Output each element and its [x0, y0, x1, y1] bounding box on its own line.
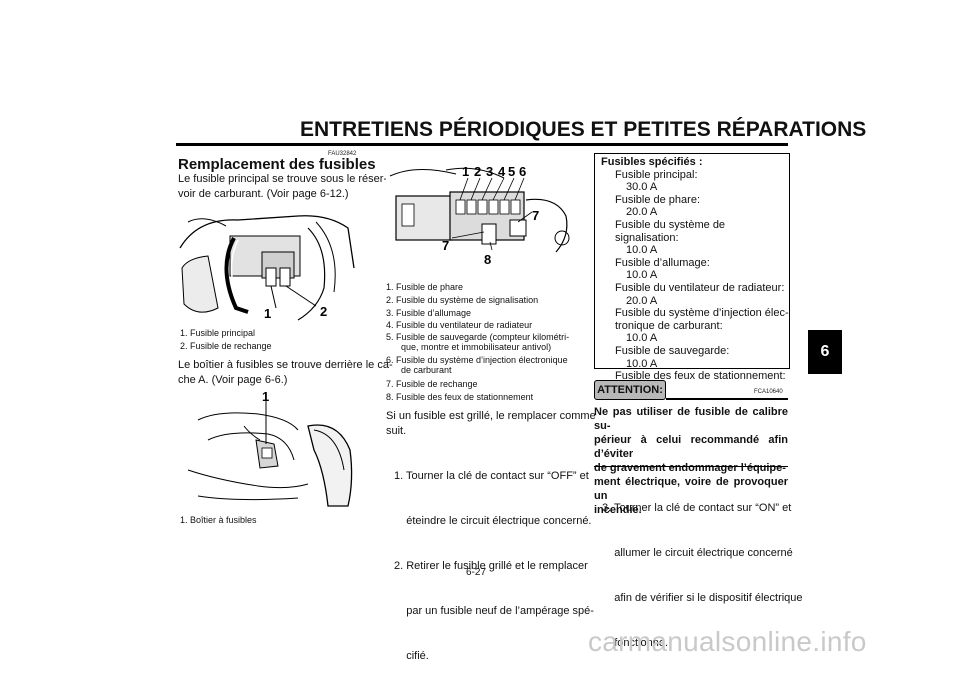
spec-value: 30.0 A [626, 181, 658, 194]
fusebox-detail-illustration: 1 2 3 4 5 6 7 7 8 [386, 156, 578, 276]
chapter-tab: 6 [808, 330, 842, 374]
spec-value: 20.0 A [626, 206, 658, 219]
spec-value: 20.0 A [626, 294, 658, 307]
main-fuse-illustration: 1 2 [178, 208, 358, 326]
spec-value: 10.0 A [626, 244, 658, 257]
caption-line: 2. Fusible du système de signalisation [386, 294, 539, 305]
step-line: fonctionne. [602, 637, 669, 649]
fusebox-location-illustration: 1 [178, 390, 358, 510]
fig3-callout-3: 3 [486, 164, 493, 179]
spec-name: Fusible du système d’injection élec- [615, 307, 789, 320]
step-3: 3. Tourner la clé de contact sur “ON” et… [602, 471, 803, 666]
caption-line: 1. Fusible principal [180, 328, 256, 338]
fig3-callout-5: 5 [508, 164, 515, 179]
caption-line: 5. Fusible de sauvegarde (compteur kilom… [386, 332, 570, 343]
text-line: Le fusible principal se trouve sous le r… [178, 173, 388, 185]
warning-line: incendie. [594, 504, 642, 516]
fuse-spec-box: Fusibles spécifiés : Fusible principal: … [594, 153, 790, 395]
fig3-callout-6: 6 [519, 164, 526, 179]
text-line: suit. [386, 425, 407, 437]
step-line: 3. Tourner la clé de contact sur “ON” et [602, 502, 792, 514]
warning-line: Ne pas utiliser de fusible de calibre su… [594, 406, 788, 432]
section-title: Remplacement des fusibles [178, 156, 376, 173]
warning-line: ment électrique, voire de provoquer un [594, 476, 788, 502]
step-line: par un fusible neuf de l’ampérage spé- [394, 605, 594, 617]
caption-line: 2. Fusible de rechange [180, 340, 272, 351]
caption-line: 1. Fusible de phare [386, 282, 464, 292]
page-number: 6-27 [466, 567, 487, 578]
spec-name: Fusible des feux de stationnement: [615, 370, 786, 383]
spec-name: Fusible du système de signalisation: [615, 218, 726, 244]
warning-rule [594, 466, 788, 467]
fig3-callout-2: 2 [474, 164, 481, 179]
section-code: FAU32842 [328, 151, 357, 157]
text-line: voir de carburant. (Voir page 6-12.) [178, 188, 349, 200]
text-line: che A. (Voir page 6-6.) [178, 374, 288, 386]
spec-name: Fusible de sauvegarde: [615, 344, 730, 357]
spec-value: 10.0 A [626, 269, 658, 282]
page-header-title: ENTRETIENS PÉRIODIQUES ET PETITES RÉPARA… [300, 118, 867, 141]
text-line: Le boîtier à fusibles se trouve derrière… [178, 359, 393, 371]
fig1-caption-list: 1. Fusible principal 2. Fusible de recha… [180, 327, 272, 353]
intro-paragraph: Le fusible principal se trouve sous le r… [178, 172, 387, 202]
spec-name: Fusible du ventilateur de radiateur: [615, 281, 785, 294]
attention-rule [666, 398, 788, 400]
fig3-callout-7b: 7 [442, 238, 449, 253]
watermark: carmanualsonline.info [588, 626, 867, 657]
step-line: 2. Retirer le fusible grillé et le rempl… [394, 560, 588, 572]
fig3-callout-7a: 7 [532, 208, 539, 223]
spec-heading: Fusibles spécifiés : [601, 156, 703, 168]
step-line: allumer le circuit électrique concerné [602, 547, 793, 559]
fig3-caption-list: 1. Fusible de phare 2. Fusible du systèm… [386, 281, 582, 404]
spec-value: 10.0 A [626, 357, 658, 370]
caption-line: de carburant [386, 365, 452, 376]
spec-name: Fusible d’allumage: [615, 256, 710, 269]
attention-badge: ATTENTION: [594, 380, 666, 400]
caption-line: 6. Fusible du système d’injection électr… [386, 355, 568, 366]
spec-name: tronique de carburant: [615, 319, 723, 332]
caption-line: 8. Fusible des feux de stationnement [386, 391, 534, 402]
fusebox-location-paragraph: Le boîtier à fusibles se trouve derrière… [178, 358, 393, 388]
replacement-steps: 1. Tourner la clé de contact sur “OFF” e… [394, 439, 594, 679]
fig2-caption-list: 1. Boîtier à fusibles [180, 514, 257, 527]
caption-line: 4. Fusible du ventilateur de radiateur [386, 320, 533, 331]
warning-line: périeur à celui recommandé afin d’éviter [594, 434, 788, 460]
caption-line: 3. Fusible d’allumage [386, 307, 472, 318]
fig1-callout-1: 1 [264, 306, 271, 321]
step-line: 1. Tourner la clé de contact sur “OFF” e… [394, 470, 589, 482]
fig2-callout-1: 1 [262, 390, 269, 404]
caption-line: 1. Boîtier à fusibles [180, 515, 257, 525]
text-line: Si un fusible est grillé, le remplacer c… [386, 410, 596, 422]
fig3-callout-1: 1 [462, 164, 469, 179]
fig1-callout-2: 2 [320, 304, 327, 319]
fig3-callout-8: 8 [484, 252, 491, 267]
caption-line: 7. Fusible de rechange [386, 379, 478, 390]
step-line: cifié. [394, 650, 429, 662]
fig3-callout-4: 4 [498, 164, 506, 179]
header-rule [176, 143, 788, 146]
attention-warning-text: Ne pas utiliser de fusible de calibre su… [594, 405, 788, 517]
spec-name: Fusible de phare: [615, 193, 700, 206]
warning-line: de gravement endommager l’équipe- [594, 462, 786, 474]
replacement-intro: Si un fusible est grillé, le remplacer c… [386, 409, 596, 439]
attention-code: FCA10640 [754, 389, 783, 395]
step-line: afin de vérifier si le dispositif électr… [602, 592, 803, 604]
spec-value: 10.0 A [626, 332, 658, 345]
spec-name: Fusible principal: [615, 168, 698, 181]
step-line: éteindre le circuit électrique concerné. [394, 515, 592, 527]
caption-line: que, montre et immobilisateur antivol) [386, 342, 552, 353]
